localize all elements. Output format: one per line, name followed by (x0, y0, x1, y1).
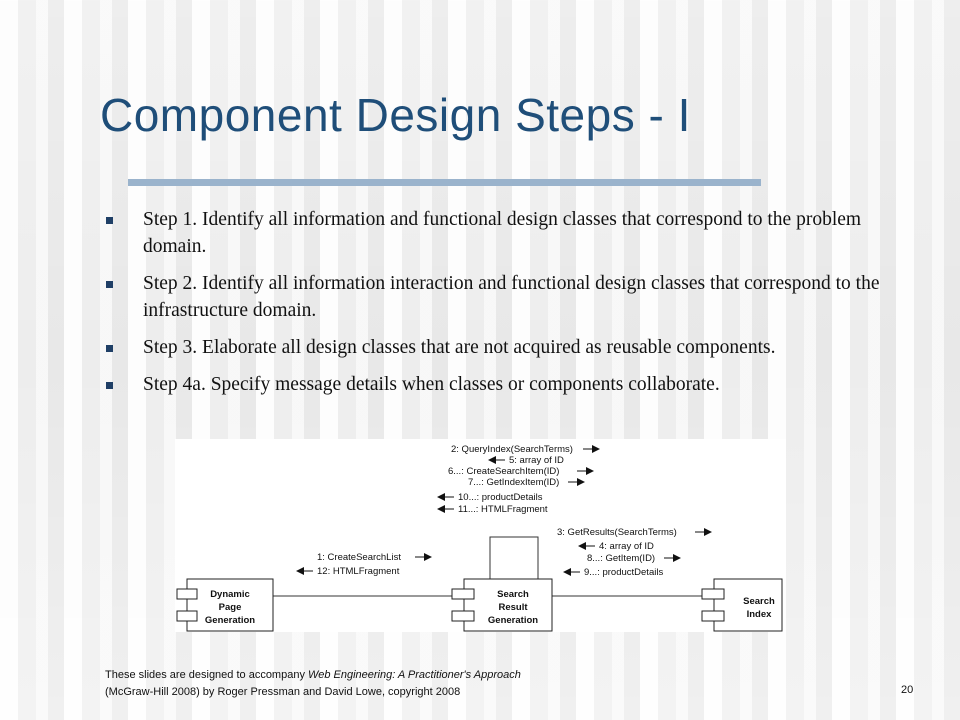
bullet-text: Step 2. Identify all information interac… (143, 273, 880, 321)
square-bullet-icon (106, 281, 113, 288)
square-bullet-icon (106, 217, 113, 224)
message-label: 1: CreateSearchList (317, 552, 401, 563)
diagram-canvas: Dynamic Page Generation Search Result Ge… (176, 444, 783, 632)
message-label: 9...: productDetails (584, 567, 663, 578)
bullet-text: Step 1. Identify all information and fun… (143, 209, 862, 257)
footer-line-2: (McGraw-Hill 2008) by Roger Pressman and… (105, 686, 461, 698)
slide-title: Component Design Steps - I (100, 89, 691, 141)
component-label: Generation (488, 615, 538, 626)
message-label: 11...: HTMLFragment (458, 504, 548, 515)
footer-line-1: These slides are designed to accompany W… (105, 667, 521, 684)
bullet-text: Step 3. Elaborate all design classes tha… (143, 337, 776, 358)
component-port-icon (176, 610, 198, 622)
bullet-step-4a: Step 4a. Specify message details when cl… (106, 371, 926, 398)
message-group-right: 3: GetResults(SearchTerms) 4: array of I… (557, 527, 712, 578)
message-label: 2: QueryIndex(SearchTerms) (451, 444, 573, 455)
footer-book-title: Web Engineering: A Practitioner's Approa… (308, 669, 521, 681)
bullet-step-3: Step 3. Elaborate all design classes tha… (106, 334, 926, 361)
footer-attribution: These slides are designed to accompany W… (105, 667, 521, 701)
message-label: 10...: productDetails (458, 492, 543, 503)
bullet-step-2: Step 2. Identify all information interac… (106, 270, 926, 324)
component-port-icon (451, 610, 475, 622)
square-bullet-icon (106, 345, 113, 352)
component-label: Result (498, 602, 528, 613)
component-label: Search (743, 596, 775, 607)
component-label: Generation (205, 615, 255, 626)
square-bullet-icon (106, 382, 113, 389)
component-port-icon (701, 588, 725, 600)
component-dynamic-page-generation: Dynamic Page Generation (176, 578, 274, 632)
footer-prefix: These slides are designed to accompany (105, 669, 309, 681)
message-label: 5: array of ID (509, 455, 564, 466)
component-port-icon (451, 588, 475, 600)
message-group-left: 1: CreateSearchList 12: HTMLFragment (296, 552, 432, 577)
page-number: 20 (901, 684, 914, 696)
component-label: Search (497, 589, 529, 600)
component-label: Dynamic (210, 589, 250, 600)
title-underline (128, 179, 761, 186)
message-label: 8...: GetItem(ID) (587, 553, 655, 564)
component-port-icon (176, 588, 198, 600)
bullet-text: Step 4a. Specify message details when cl… (143, 374, 720, 395)
component-search-result-generation: Search Result Generation (451, 578, 553, 632)
bullet-list: Step 1. Identify all information and fun… (106, 206, 926, 408)
component-port-icon (701, 610, 725, 622)
message-group-top: 2: QueryIndex(SearchTerms) 5: array of I… (437, 444, 600, 515)
component-label: Page (219, 602, 242, 613)
message-label: 4: array of ID (599, 541, 654, 552)
self-loop-rect (489, 536, 539, 580)
component-search-index: Search Index (701, 578, 783, 632)
bullet-step-1: Step 1. Identify all information and fun… (106, 206, 926, 260)
message-label: 7...: GetIndexItem(ID) (468, 477, 559, 488)
message-label: 3: GetResults(SearchTerms) (557, 527, 677, 538)
component-label: Index (747, 609, 773, 620)
message-label: 12: HTMLFragment (317, 566, 400, 577)
message-label: 6...: CreateSearchItem(ID) (448, 466, 559, 477)
collaboration-diagram: Dynamic Page Generation Search Result Ge… (175, 439, 786, 632)
